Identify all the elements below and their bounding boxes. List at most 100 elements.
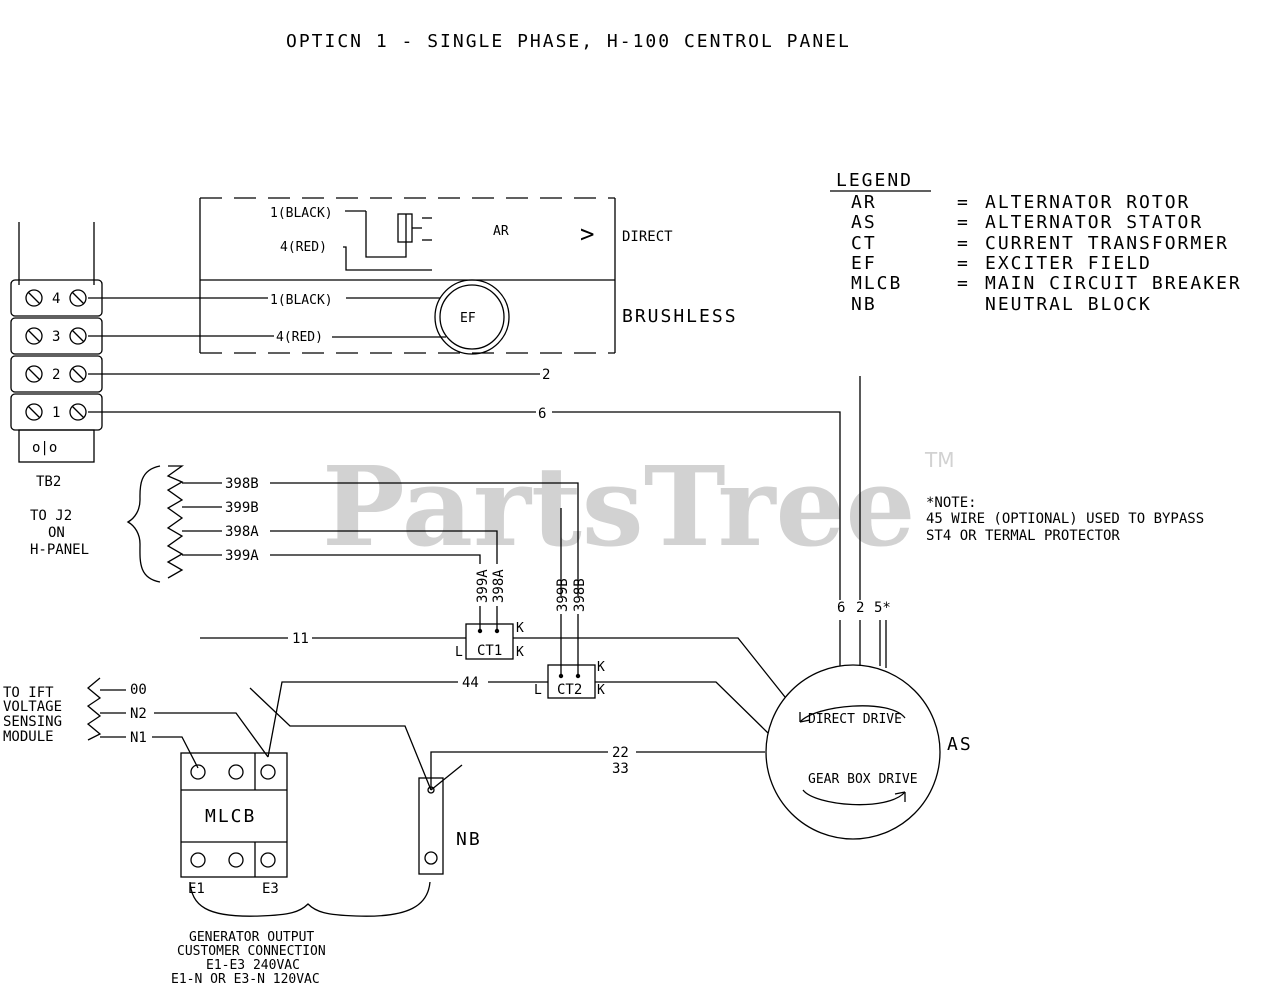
wire-398b-label: 398B [225,476,259,492]
brushless-label: BRUSHLESS [622,306,738,327]
voltage-line-3: SENSING [3,714,62,730]
stator-term-2: 2 [856,600,864,616]
direct-arrow: > [580,220,594,248]
terminal-block-label: TB2 [36,474,61,490]
legend-heading: LEGEND [836,170,913,191]
legend-code-ar: AR [851,192,877,213]
legend-sep-ct: = [957,233,970,254]
stator-term-5: 5* [874,600,891,616]
rotor-ar-label: AR [493,224,509,239]
generator-output: GENERATOR OUTPUT CUSTOMER CONNECTION E1-… [171,930,326,987]
gear-box-label: GEAR BOX DRIVE [808,772,918,787]
voltage-line-4: MODULE [3,729,54,745]
terminal-block-bottom: o|o [32,440,57,456]
wire-1-black-top: 1(BLACK) [270,206,333,221]
exciter-field-outer [434,279,510,355]
terminal-4-label: 4 [52,291,60,307]
ct1-label: CT1 [477,643,502,659]
legend-desc-ct: CURRENT TRANSFORMER [985,233,1229,254]
wire-00-label: 00 [130,682,147,698]
wire-6-label: 6 [538,406,546,422]
wire-n2-label: N2 [130,706,147,722]
wire-399b-label: 399B [225,500,259,516]
ct1-k-top: K [516,621,524,636]
wire-398a-vertical: 398A [491,569,507,603]
note-line-1: 45 WIRE (OPTIONAL) USED TO BYPASS [926,511,1204,527]
to-j2-line-1: TO J2 [30,508,72,524]
main-circuit-breaker: MLCB E1 E3 [180,752,431,917]
output-line-2: CUSTOMER CONNECTION [177,944,326,959]
watermark-tm: TM [924,448,954,472]
note-heading: *NOTE: [926,495,977,511]
wire-22-label: 22 [612,745,629,761]
terminal-2-label: 2 [52,367,60,383]
stator-term-6: 6 [837,600,845,616]
stator-circle [765,664,941,840]
legend-desc-nb: NEUTRAL BLOCK [985,294,1152,315]
legend-sep-ar: = [957,192,970,213]
ct2-k-top: K [597,660,605,675]
legend-desc-as: ALTERNATOR STATOR [985,212,1203,233]
wire-n1-label: N1 [130,730,147,746]
legend-code-ef: EF [851,253,877,274]
wire-399b-vertical: 399B [555,578,571,612]
legend-desc-ar: ALTERNATOR ROTOR [985,192,1190,213]
wire-44-label: 44 [462,675,479,691]
legend-code-nb: NB [851,294,877,315]
wire-1-black-bottom: 1(BLACK) [270,293,333,308]
sensing-wires: TO J2 ON H-PANEL 398B 399B 398A 399A 399… [30,465,588,676]
neutral-block: NB [249,687,608,875]
ct2-label: CT2 [557,682,582,698]
note: *NOTE: 45 WIRE (OPTIONAL) USED TO BYPASS… [926,495,1204,544]
wire-4-red-bottom: 4(RED) [276,330,323,345]
output-line-1: GENERATOR OUTPUT [189,930,314,945]
wire-399a-label: 399A [225,548,259,564]
voltage-line-1: TO IFT [3,685,54,701]
direct-label: DIRECT [622,229,673,245]
ct2-l: L [534,683,542,698]
wire-33-label: 33 [612,761,629,777]
direct-drive-arc [799,705,906,723]
legend-desc-mlcb: MAIN CIRCUIT BREAKER [985,273,1242,294]
legend: LEGEND AR = ALTERNATOR ROTOR AS = ALTERN… [830,170,1242,315]
alternator-stator: DIRECT DRIVE GEAR BOX DRIVE AS 6 2 5* [765,376,973,840]
wire-398a-label: 398A [225,524,259,540]
legend-sep-mlcb: = [957,273,970,294]
current-transformer-ct1: CT1 K K L [455,621,524,660]
gear-box-arc [802,789,906,806]
current-transformer-ct2: CT2 K K L [534,660,605,699]
output-line-4: E1-N OR E3-N 120VAC [171,972,320,987]
legend-code-as: AS [851,212,877,233]
voltage-sensing: TO IFT VOLTAGE SENSING MODULE 00 N2 N1 [3,677,269,769]
mlcb-e3-label: E3 [262,881,279,897]
ct1-l: L [455,645,463,660]
wire-399a-vertical: 399A [475,569,491,603]
nb-label: NB [456,829,482,850]
legend-desc-ef: EXCITER FIELD [985,253,1152,274]
watermark-text: PartsTree [322,442,916,571]
terminal-1-label: 1 [52,405,60,421]
legend-sep-ef: = [957,253,970,274]
legend-code-mlcb: MLCB [851,273,902,294]
note-line-2: ST4 OR TERMAL PROTECTOR [926,528,1120,544]
mlcb-label: MLCB [205,806,256,827]
to-j2-line-2: ON [48,525,65,541]
ct2-k-bottom: K [597,683,605,698]
to-j2-line-3: H-PANEL [30,542,89,558]
exciter-field-inner [439,284,505,350]
voltage-line-2: VOLTAGE [3,699,62,715]
terminal-3-label: 3 [52,329,60,345]
exciter-ef-label: EF [460,311,476,326]
terminal-wires: 2 6 [88,297,841,600]
legend-sep-as: = [957,212,970,233]
rotor-box: 1(BLACK) 4(RED) AR 1(BLACK) 4(RED) EF > … [199,197,738,355]
ct1-k-bottom: K [516,645,524,660]
direct-drive-label: DIRECT DRIVE [808,712,902,727]
diagram-title: OPTICN 1 - SINGLE PHASE, H-100 CENTROL P… [286,31,851,52]
screw-icons [25,289,87,421]
terminal-block-tb2: 4 3 2 1 o|o TB2 [10,222,103,490]
stator-label: AS [947,734,973,755]
legend-code-ct: CT [851,233,877,254]
wire-398b-vertical: 398B [572,578,588,612]
